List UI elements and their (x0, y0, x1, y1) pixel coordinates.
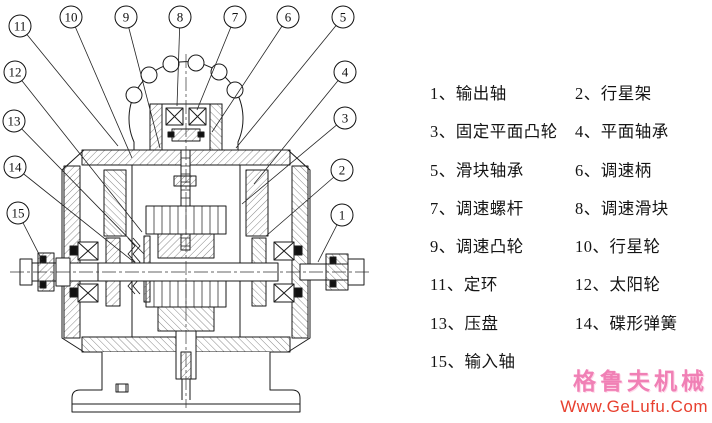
svg-text:14: 14 (9, 160, 23, 175)
shaft-bearings (69, 241, 303, 303)
legend-item: 9、调速凸轮 (430, 237, 524, 257)
svg-text:9: 9 (123, 10, 130, 25)
svg-text:1: 1 (339, 208, 346, 223)
callout-4: 4 (333, 60, 357, 84)
legend-row: 7、调速螺杆 8、调速滑块 (430, 195, 710, 233)
svg-text:5: 5 (340, 10, 347, 25)
legend-item: 3、固定平面凸轮 (430, 122, 558, 142)
legend-row: 1、输出轴 2、行星架 (430, 80, 710, 118)
svg-text:4: 4 (342, 65, 349, 80)
callout-5: 5 (331, 5, 355, 29)
legend-item: 4、平面轴承 (575, 122, 669, 142)
legend-item: 13、压盘 (430, 313, 499, 333)
legend-row: 5、滑块轴承 6、调速柄 (430, 157, 710, 195)
svg-text:15: 15 (12, 206, 25, 221)
callout-3: 3 (333, 106, 357, 130)
legend-row: 15、输入轴 (430, 348, 710, 386)
legend-item: 12、太阳轮 (575, 275, 661, 295)
svg-text:7: 7 (232, 10, 239, 25)
callouts: 1 2 3 4 5 6 7 (2, 5, 357, 227)
callout-1: 1 (330, 203, 354, 227)
svg-text:12: 12 (9, 65, 22, 80)
callout-8: 8 (168, 5, 192, 29)
assembly-cross-section-drawing: 1 2 3 4 5 6 7 (2, 5, 372, 413)
watermark-brand: 格鲁夫机械 (573, 368, 708, 394)
callout-12: 12 (3, 60, 27, 84)
callout-9: 9 (114, 5, 138, 29)
legend-item: 6、调速柄 (575, 160, 652, 180)
svg-text:3: 3 (342, 111, 349, 126)
callout-13: 13 (2, 109, 26, 133)
output-shaft (299, 253, 365, 291)
svg-text:13: 13 (8, 114, 21, 129)
callout-11: 11 (8, 14, 32, 38)
svg-text:8: 8 (177, 10, 184, 25)
legend-item: 1、输出轴 (430, 84, 507, 103)
legend-item: 2、行星架 (575, 84, 652, 103)
legend-row: 11、定环 12、太阳轮 (430, 271, 710, 309)
legend-item: 15、输入轴 (430, 352, 516, 372)
watermark: 格鲁夫机械 Www.GeLufu.Com (560, 362, 708, 417)
callout-14: 14 (3, 155, 27, 179)
callout-7: 7 (223, 5, 247, 29)
legend-item: 14、碟形弹簧 (575, 313, 678, 333)
legend-row: 9、调速凸轮 10、行星轮 (430, 233, 710, 271)
legend-row: 13、压盘 14、碟形弹簧 (430, 310, 710, 348)
legend-item: 8、调速滑块 (575, 198, 669, 218)
callout-15: 15 (6, 201, 30, 225)
svg-text:6: 6 (285, 10, 292, 25)
callout-10: 10 (59, 5, 83, 29)
svg-text:10: 10 (65, 10, 78, 25)
callout-2: 2 (330, 158, 354, 182)
centerlines (10, 54, 372, 408)
legend-item: 11、定环 (430, 275, 498, 295)
parts-legend: 1、输出轴 2、行星架 3、固定平面凸轮 4、平面轴承 5、滑块轴承 6、调速柄… (430, 80, 710, 386)
legend-item: 10、行星轮 (575, 237, 661, 257)
legend-row: 3、固定平面凸轮 4、平面轴承 (430, 118, 710, 156)
svg-text:11: 11 (14, 19, 27, 34)
svg-text:2: 2 (339, 163, 346, 178)
legend-item: 7、调速螺杆 (430, 198, 524, 218)
legend-item: 5、滑块轴承 (430, 160, 524, 180)
callout-6: 6 (276, 5, 300, 29)
machine-section (19, 54, 365, 413)
watermark-url: Www.GeLufu.Com (560, 397, 708, 416)
